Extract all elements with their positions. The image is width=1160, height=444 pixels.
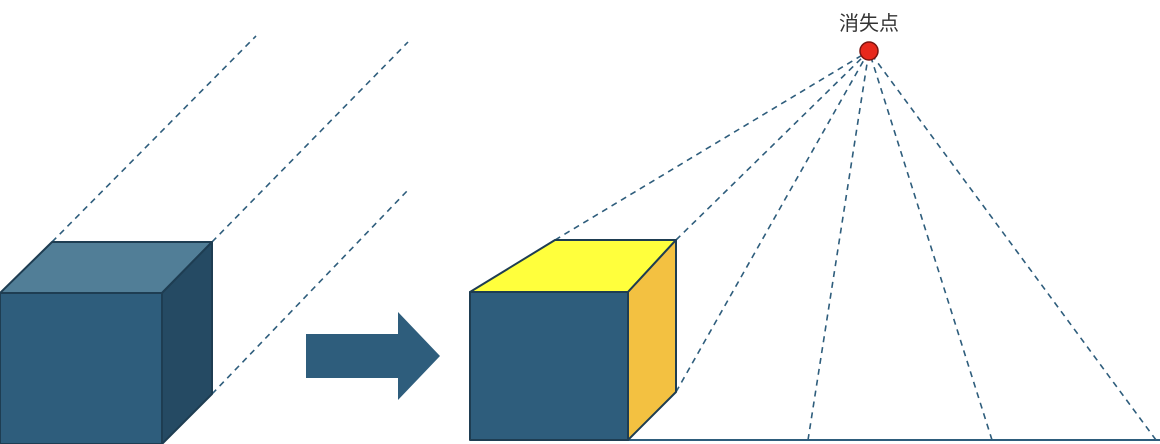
perspective-guide-line-1	[554, 50, 870, 241]
left-cube-front-face	[0, 292, 163, 444]
parallel-projection-group	[0, 35, 409, 444]
vanishing-point-label: 消失点	[839, 11, 899, 35]
parallel-guide-line-2	[211, 41, 409, 243]
perspective-guide-line-6	[868, 50, 1157, 441]
perspective-guide-line-4	[807, 50, 870, 441]
perspective-guide-line-3	[675, 50, 870, 393]
perspective-guide-line-2	[675, 50, 870, 241]
parallel-guide-line-1	[51, 35, 257, 243]
transform-arrow	[306, 312, 440, 400]
vanishing-point-marker	[859, 41, 879, 61]
perspective-guide-line-5	[868, 50, 993, 441]
right-cube-front-face	[469, 291, 629, 441]
parallel-guide-line-3	[211, 189, 409, 395]
perspective-projection-group: 消失点	[469, 11, 1160, 441]
